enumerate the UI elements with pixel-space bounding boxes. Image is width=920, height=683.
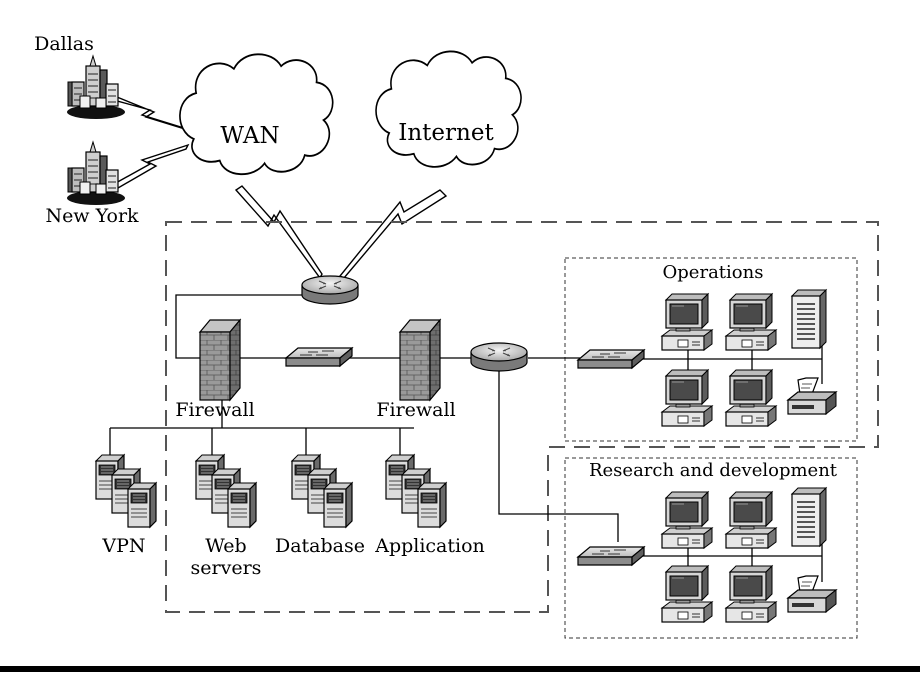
research-zone <box>564 457 858 639</box>
web-servers-label-line2: servers <box>191 557 262 579</box>
database-label: Database <box>275 535 365 557</box>
operations-switch <box>577 349 645 369</box>
dallas-buildings-icon <box>66 55 126 120</box>
wan-new-york-link <box>112 143 190 189</box>
research-server <box>791 487 827 547</box>
research-workstation-2 <box>725 491 777 549</box>
corporate-network-boundary <box>165 221 879 613</box>
dallas-label: Dallas <box>34 33 94 55</box>
research-printer <box>787 575 837 613</box>
research-switch <box>577 546 645 566</box>
internet-router-link <box>338 189 448 279</box>
research-workstation-3 <box>661 565 713 623</box>
research-workstation-1 <box>661 491 713 549</box>
vpn-servers <box>95 454 157 528</box>
left-firewall-label: Firewall <box>175 399 254 421</box>
operations-workstation-3 <box>661 369 713 427</box>
internet-cloud <box>375 50 522 168</box>
dmz-switch <box>285 347 353 367</box>
research-label: Research and development <box>589 460 838 481</box>
wan-cloud <box>178 53 334 176</box>
right-firewall-label: Firewall <box>376 399 455 421</box>
wan-label: WAN <box>220 123 279 149</box>
application-servers <box>385 454 447 528</box>
bottom-rule <box>0 666 920 672</box>
web-servers <box>195 454 257 528</box>
operations-workstation-4 <box>725 369 777 427</box>
right-firewall <box>399 319 441 401</box>
internal-router <box>470 342 528 372</box>
web-servers-label-line1: Web <box>205 535 246 557</box>
operations-server <box>791 289 827 349</box>
new-york-label: New York <box>45 205 139 227</box>
vpn-label: VPN <box>101 535 145 557</box>
database-servers <box>291 454 353 528</box>
left-firewall <box>199 319 241 401</box>
edge-router <box>301 275 359 305</box>
operations-workstation-2 <box>725 293 777 351</box>
operations-label: Operations <box>663 262 764 283</box>
research-workstation-4 <box>725 565 777 623</box>
new-york-buildings-icon <box>66 141 126 206</box>
internet-label: Internet <box>398 120 494 146</box>
operations-workstation-1 <box>661 293 713 351</box>
wan-router-link <box>234 185 323 280</box>
application-label: Application <box>374 535 485 557</box>
operations-printer <box>787 377 837 415</box>
